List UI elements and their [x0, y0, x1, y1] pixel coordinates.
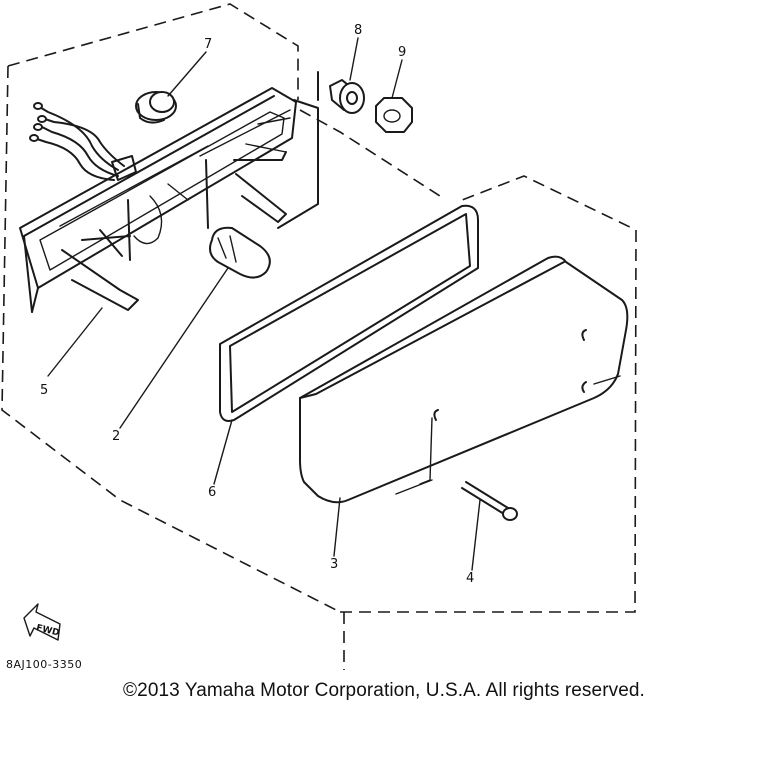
lens-part-3	[299, 255, 629, 504]
callout-7: 7	[204, 37, 212, 52]
callout-leader-2	[119, 267, 229, 429]
callout-leader-5	[47, 307, 103, 377]
assembly-boundary-left	[1, 65, 341, 613]
callout-8: 8	[354, 23, 362, 38]
screw-part-4	[461, 481, 518, 521]
wiring-harness	[29, 102, 137, 181]
assembly-boundary	[7, 3, 299, 100]
bulb-part-2	[209, 226, 271, 279]
fwd-label: FWD	[35, 623, 60, 638]
copyright-notice: ©2013 Yamaha Motor Corporation, U.S.A. A…	[123, 680, 645, 701]
nut-part-9	[375, 97, 413, 133]
callout-leader-9	[391, 59, 403, 99]
fwd-arrow-icon: FWD	[23, 603, 61, 641]
taillight-base-housing	[19, 71, 319, 313]
assembly-boundary-mid	[299, 109, 441, 197]
assembly-boundary-bottom	[340, 175, 637, 613]
callout-3: 3	[330, 557, 338, 572]
callout-leader-4	[471, 499, 481, 571]
callout-leader-6	[213, 419, 233, 485]
callout-leader-3	[333, 497, 341, 557]
collar-part-8	[329, 79, 365, 114]
callout-2: 2	[112, 429, 120, 444]
callout-5: 5	[40, 383, 48, 398]
grommet-part-7	[135, 91, 177, 124]
callout-4: 4	[466, 571, 474, 586]
callout-leader-7	[167, 51, 207, 97]
part-code: 8AJ100-3350	[6, 658, 82, 671]
callout-9: 9	[398, 45, 406, 60]
callout-leader-8	[349, 37, 359, 81]
callout-6: 6	[208, 485, 216, 500]
gasket-part-6	[219, 204, 479, 422]
